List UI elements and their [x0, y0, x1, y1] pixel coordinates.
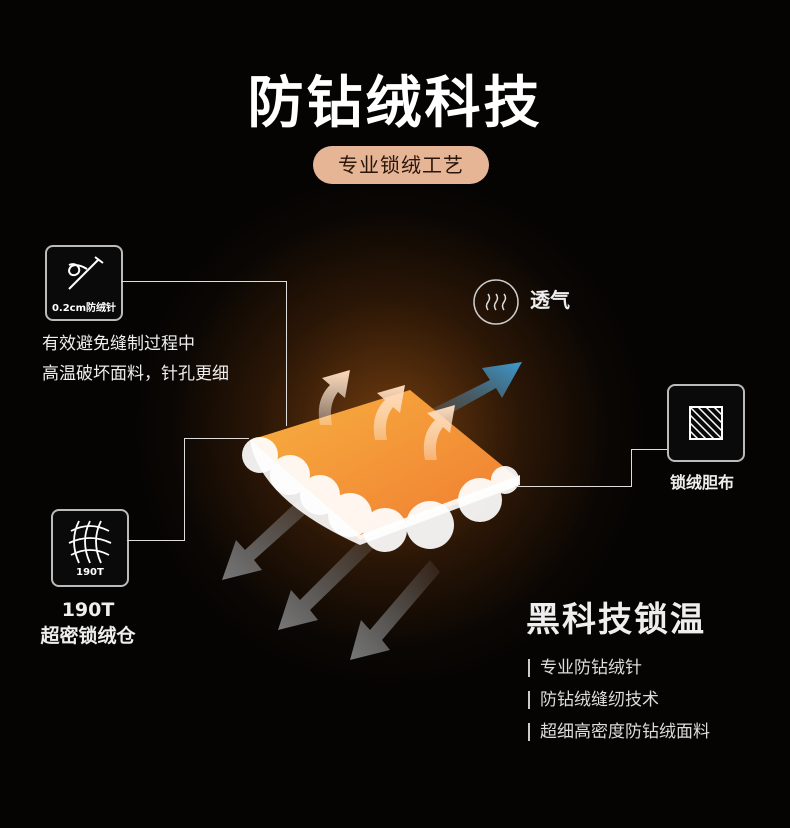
connector-line	[631, 449, 667, 450]
feature-text: 专业防钻绒针	[540, 658, 642, 678]
page-title: 防钻绒科技	[247, 71, 543, 136]
liner-badge	[667, 384, 745, 462]
connector-line	[121, 281, 287, 282]
tech-feature: 超细高密度防钻绒面料	[528, 717, 710, 742]
needle-icon	[68, 256, 104, 290]
needle-desc-2: 高温破坏面料，针孔更细	[42, 364, 229, 384]
subtitle-badge: 专业锁绒工艺	[313, 146, 489, 184]
needle-badge: 0.2cm防绒针	[45, 245, 123, 321]
fabric-badge-label: 190T	[76, 567, 104, 578]
fabric-line1: 190T	[61, 599, 115, 621]
connector-line	[184, 438, 249, 439]
fabric-layers-icon	[689, 406, 723, 440]
feature-text: 防钻绒缝纫技术	[540, 690, 659, 710]
down-layer-illustration	[222, 362, 522, 660]
connector-line	[515, 486, 632, 487]
arrow-warm-1	[318, 370, 350, 425]
connector-line	[286, 281, 287, 426]
mesh-icon	[68, 520, 112, 564]
tech-feature: 专业防钻绒针	[528, 653, 642, 678]
connector-line	[184, 438, 185, 541]
arrow-down-2	[278, 530, 380, 630]
needle-desc-1: 有效避免缝制过程中	[42, 334, 195, 354]
liner-label: 锁绒胆布	[670, 473, 735, 492]
fabric-badge: 190T	[51, 509, 129, 587]
tech-heading: 黑科技锁温	[526, 600, 706, 640]
feature-text: 超细高密度防钻绒面料	[540, 722, 710, 742]
needle-badge-label: 0.2cm防绒针	[51, 303, 117, 314]
arrow-warm-2	[373, 385, 405, 440]
arrow-warm-3	[423, 405, 455, 460]
fabric-line2: 超密锁绒仓	[40, 625, 136, 647]
breathable-icon	[473, 279, 519, 325]
connector-line	[127, 540, 184, 541]
tech-feature: 防钻绒缝纫技术	[528, 685, 659, 710]
connector-line	[631, 449, 632, 486]
arrow-down-3	[350, 560, 440, 660]
breathable-label: 透气	[530, 288, 570, 312]
